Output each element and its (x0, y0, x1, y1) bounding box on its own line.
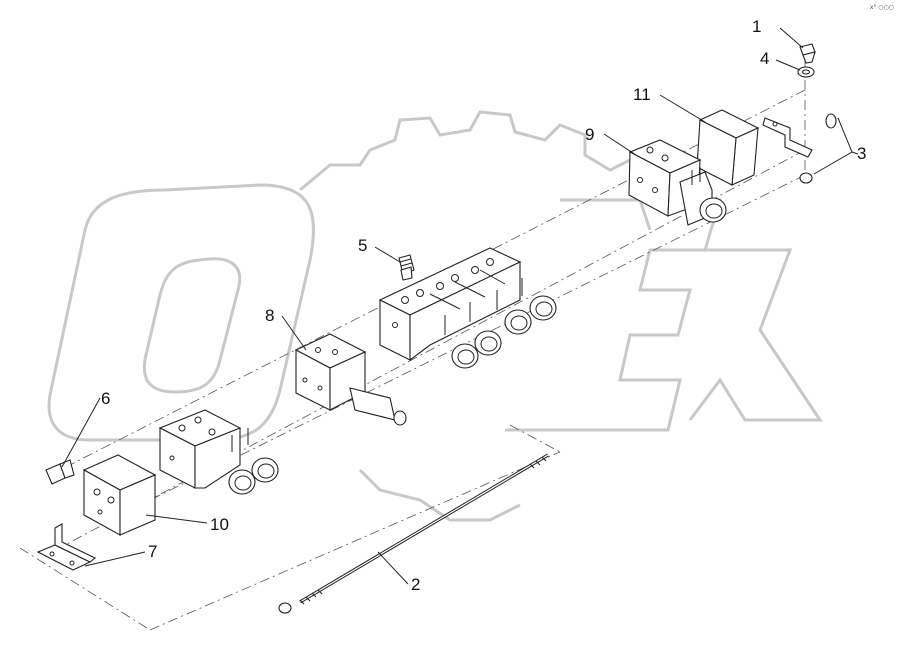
part-nuts (799, 113, 837, 184)
callout-11: 11 (633, 85, 651, 104)
part-fitting-6 (45, 459, 75, 485)
part-fitting-5 (398, 254, 415, 281)
part-cover-plate (696, 109, 760, 186)
callout-2: 2 (411, 575, 420, 594)
part-valve-stack-left (158, 409, 279, 495)
part-washer (797, 66, 815, 78)
part-tie-rod (278, 453, 549, 614)
part-valve-block-9 (628, 139, 727, 226)
part-end-block-10 (82, 454, 157, 536)
callout-3: 3 (857, 144, 866, 163)
part-bolt (799, 43, 816, 64)
callout-9: 9 (585, 125, 594, 144)
part-bracket-top (762, 117, 813, 158)
callout-5: 5 (358, 236, 367, 255)
callout-7: 7 (148, 542, 157, 561)
callout-10: 10 (210, 515, 229, 534)
part-end-block-8 (294, 333, 407, 426)
callout-8: 8 (265, 306, 274, 325)
leader-lines (61, 27, 859, 585)
part-valve-stack-center (378, 247, 557, 369)
callout-labels: 1 2 3 4 5 6 7 8 9 10 11 (101, 17, 866, 594)
corner-mark: x° ○○○ (869, 4, 894, 11)
part-bracket-7 (36, 523, 97, 571)
callout-6: 6 (101, 389, 110, 408)
callout-4: 4 (760, 49, 769, 68)
callout-1: 1 (752, 17, 761, 36)
